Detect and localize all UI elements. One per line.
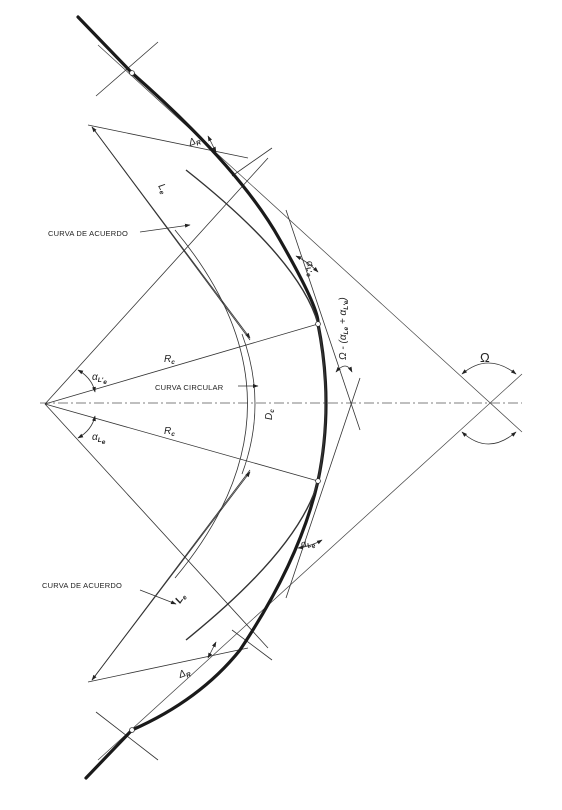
label-alpha-le-prime-spiral: αL'e	[300, 259, 318, 278]
dc-arc	[241, 333, 256, 475]
large-construction-arc	[174, 229, 248, 579]
le-top-arrow	[91, 126, 251, 339]
tangent-line-top	[97, 44, 523, 433]
label-delta-r-top: ΔR	[186, 134, 202, 150]
point-ts	[129, 70, 135, 76]
tangent-at-sc-upper	[285, 209, 361, 431]
le-bottom-arrow	[91, 471, 251, 681]
alpha-le-arc	[297, 539, 323, 550]
label-curva-circular: CURVA CIRCULAR	[155, 383, 224, 392]
construction-line-upper	[44, 157, 269, 405]
label-alpha-le-center: αLe	[92, 432, 106, 446]
alpha-arc-upper	[77, 369, 96, 393]
label-curva-acuerdo-top: CURVA DE ACUERDO	[48, 229, 128, 238]
circular-curve-thin	[185, 169, 327, 641]
alignment-curve-heavy	[76, 15, 328, 780]
label-alpha-le-prime-center: αL'e	[92, 372, 107, 386]
label-delta-r-bottom: ΔR	[176, 666, 192, 682]
label-curva-acuerdo-bottom: CURVA DE ACUERDO	[42, 581, 122, 590]
label-le: Le	[173, 591, 189, 606]
point-cs	[315, 478, 321, 484]
radius-line-upper	[44, 323, 319, 405]
label-dc: Dc	[264, 409, 276, 420]
label-omega-minus-alpha: Ω - (αLe + αL'e)	[338, 297, 350, 360]
point-st	[129, 727, 135, 733]
omega-arc-lower	[461, 431, 517, 445]
label-omega: Ω	[480, 350, 490, 365]
label-rc-upper: Rc	[164, 354, 175, 366]
tangent-at-sc-lower	[285, 377, 361, 599]
alpha-le-prime-arc	[295, 255, 319, 273]
tick-top-cl	[231, 147, 273, 177]
tick-bottom-cl	[231, 629, 273, 661]
point-sc	[315, 321, 321, 327]
alpha-arc-lower	[77, 415, 96, 439]
omega-minus-arc	[335, 365, 353, 373]
tangent-line-bottom	[97, 373, 523, 761]
label-rc-lower: Rc	[164, 426, 175, 438]
construction-line-lower	[44, 403, 269, 649]
label-le-prime: Le	[155, 182, 170, 196]
label-alpha-le-spiral: αLe	[299, 536, 317, 554]
radius-line-lower	[44, 403, 319, 482]
omega-arc-upper	[461, 362, 517, 375]
